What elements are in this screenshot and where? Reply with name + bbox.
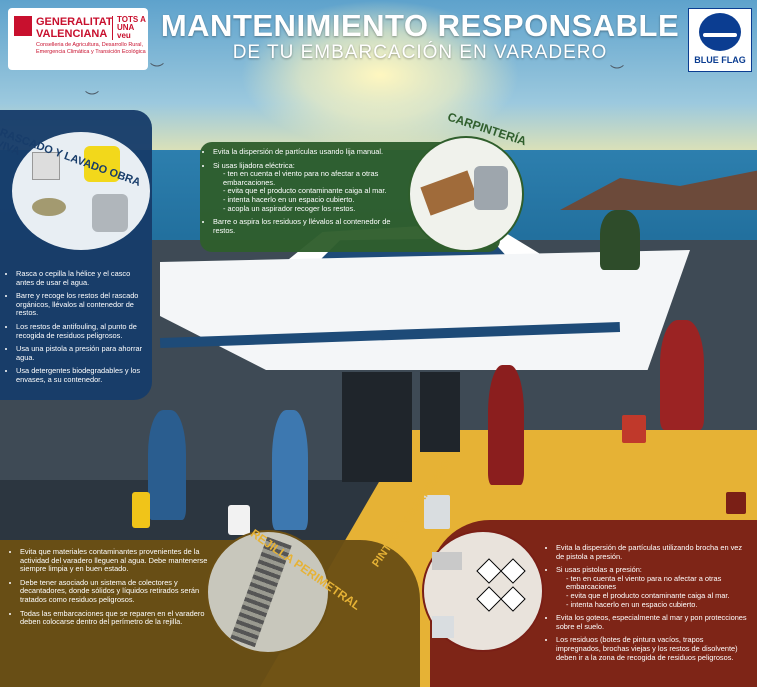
org-name-1: GENERALITAT — [36, 16, 113, 28]
worker-carpenter — [600, 210, 640, 270]
list-item: Usa detergentes biodegradables y los env… — [16, 366, 148, 384]
worker-scraper — [272, 410, 308, 530]
blue-flag-emblem — [699, 13, 741, 51]
trash-container-icon — [92, 194, 128, 232]
worker-painter — [660, 320, 704, 430]
detergent-can — [228, 505, 250, 535]
generalitat-logo: GENERALITAT VALENCIANA TOTS A UNA veu Co… — [8, 8, 148, 70]
wood-plank-icon — [420, 170, 478, 216]
sub-item: - acopla un aspirador recoger los restos… — [223, 203, 356, 213]
blue-flag-logo: BLUE FLAG — [688, 8, 752, 72]
worker-spray-gun — [488, 365, 524, 485]
sub-item: - intenta hacerlo en un espacio cubierto… — [223, 194, 355, 204]
rejilla-list: Evita que materiales contaminantes prove… — [12, 547, 217, 632]
list-item: Si usas pistolas a presión: - ten en cue… — [556, 565, 748, 609]
list-item: Evita la dispersión de partículas utiliz… — [556, 543, 748, 561]
list-item-text: Si usas lijadora eléctrica: — [213, 160, 295, 170]
hazard-icon — [476, 586, 502, 612]
seagull-icon: ︶ — [150, 62, 164, 78]
hazard-icon — [500, 558, 526, 584]
carpinteria-illustration — [408, 136, 524, 252]
list-item: Si usas lijadora eléctrica: - ten en cue… — [213, 160, 405, 214]
list-item: Usa una pistola a presión para ahorrar a… — [16, 344, 148, 362]
pressure-washer — [132, 492, 150, 528]
boat-stand — [420, 372, 460, 452]
debris-icon — [32, 198, 66, 216]
list-item-text: Si usas pistolas a presión: — [556, 565, 642, 575]
trash-container-icon — [84, 146, 120, 182]
list-item: Los residuos (botes de pintura vacíos, t… — [556, 636, 748, 662]
list-item: Evita los goteos, especialmente al mar y… — [556, 613, 748, 631]
blue-flag-label: BLUE FLAG — [694, 55, 746, 65]
pintado-illustration — [422, 530, 544, 652]
list-item: Evita que materiales contaminantes prove… — [20, 547, 217, 574]
detergent-can-icon — [32, 152, 60, 180]
paint-can-icon — [432, 616, 454, 638]
org-department: Conselleria de Agricultura, Desarrollo R… — [36, 42, 146, 55]
gva-logo — [14, 16, 32, 36]
rascado-list: Rasca o cepilla la hélice y el casco ant… — [8, 269, 148, 390]
list-item: Los restos de antifouling, al punto de r… — [16, 322, 148, 340]
rascado-illustration — [12, 132, 150, 250]
list-item: Debe tener asociado un sistema de colect… — [20, 578, 217, 605]
sub-item: - evita que el producto contaminante cai… — [566, 590, 730, 600]
list-item: Todas las embarcaciones que se reparen e… — [20, 609, 217, 627]
paint-bucket — [726, 492, 746, 514]
sub-item: - ten en cuenta el viento para no afecta… — [223, 169, 379, 187]
list-item: Evita la dispersión de partículas usando… — [213, 147, 405, 157]
paint-can — [424, 495, 450, 529]
list-item: Barre y recoge los restos del rascado or… — [16, 291, 148, 318]
seagull-icon: ︶ — [610, 64, 624, 80]
trash-container-icon — [474, 166, 508, 210]
boat-stand — [342, 372, 412, 482]
worker-pressure-washer — [148, 410, 186, 520]
org-name-2: VALENCIANA — [36, 28, 108, 40]
list-item: Rasca o cepilla la hélice y el casco ant… — [16, 269, 148, 287]
hazard-icon — [476, 558, 502, 584]
pintado-list: Evita la dispersión de partículas utiliz… — [548, 543, 748, 667]
wave-icon — [703, 33, 737, 37]
org-slogan: TOTS A UNA veu — [112, 16, 149, 40]
boat-hull — [160, 250, 690, 370]
carpinteria-list: Evita la dispersión de partículas usando… — [205, 147, 405, 240]
sub-item: - ten en cuenta el viento para no afecta… — [566, 573, 722, 592]
paint-tray-icon — [432, 552, 462, 570]
sub-item: - intenta hacerlo en un espacio cubierto… — [566, 599, 698, 609]
sun-glow — [240, 0, 520, 150]
rejilla-illustration — [206, 530, 330, 654]
hazard-icon — [500, 586, 526, 612]
seagull-icon: ︶ — [85, 90, 99, 106]
paint-bucket — [622, 415, 646, 443]
sub-item: - evita que el producto contaminante cai… — [223, 186, 387, 196]
page-title: MANTENIMIENTO RESPONSABLE — [160, 8, 680, 43]
page-subtitle: DE TU EMBARCACIÓN EN VARADERO — [232, 42, 608, 63]
list-item: Barre o aspira los residuos y llévalos a… — [213, 217, 405, 235]
